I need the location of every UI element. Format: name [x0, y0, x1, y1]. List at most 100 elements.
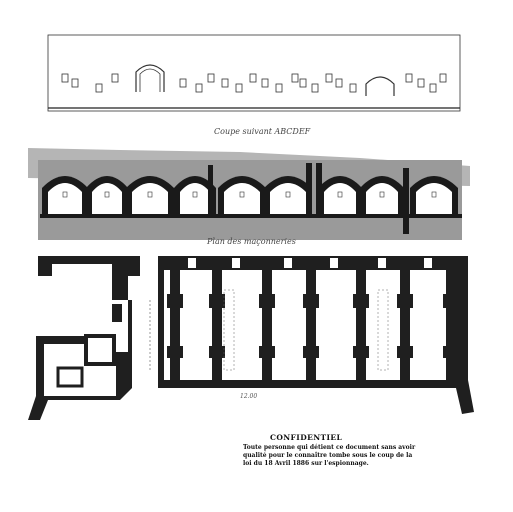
- plan-wall-pilaster: [259, 346, 275, 358]
- plan-front-opening: [378, 258, 386, 268]
- plan-wall-pilaster: [353, 294, 369, 308]
- vault-chamber: [416, 183, 452, 216]
- plan-cross-wall: [400, 268, 410, 384]
- plan-cross-wall: [446, 268, 456, 384]
- plan-wall-pilaster: [353, 346, 369, 358]
- plan-front-opening: [330, 258, 338, 268]
- section-caption: Plan des maçonneries: [207, 237, 296, 246]
- plan-wall-pilaster: [303, 294, 319, 308]
- notice-line: qualité pour le connaître tombe sous le …: [243, 452, 413, 459]
- elevation-window: [95, 83, 103, 93]
- plan-wall-pilaster: [397, 346, 413, 358]
- plan-left-lower-wall: [36, 336, 84, 396]
- vault-section: [28, 148, 470, 240]
- elevation-window: [335, 78, 343, 88]
- elevation-window: [405, 73, 413, 83]
- plan-cross-wall: [306, 268, 316, 384]
- vault-chamber: [180, 183, 210, 216]
- plan-left-pier-2: [112, 304, 122, 322]
- plan-wall-pilaster: [259, 294, 275, 308]
- plan-left-pier-1: [112, 278, 122, 296]
- plan-cross-wall: [170, 268, 180, 384]
- notice-line: Toute personne qui détient ce document s…: [243, 444, 416, 451]
- plan-wall-pilaster: [209, 346, 225, 358]
- elevation-window: [439, 73, 447, 83]
- confidential-title: CONFIDENTIEL: [270, 433, 343, 442]
- plan-left-stair-room: [84, 334, 116, 366]
- plan-front-opening: [424, 258, 432, 268]
- notice-line: loi du 18 Avril 1886 sur l'espionnage.: [243, 460, 369, 467]
- elevation-frame: [47, 34, 461, 112]
- elevation-window: [417, 78, 425, 88]
- elevation-window: [299, 78, 307, 88]
- elevation-window: [311, 83, 319, 93]
- elevation-window: [207, 73, 215, 83]
- vault-window: [285, 191, 291, 198]
- vault-chambers: [40, 176, 462, 218]
- elevation-arch-left: [135, 64, 165, 92]
- plan-front-opening: [188, 258, 196, 268]
- plan-wall-pilaster: [397, 294, 413, 308]
- plan-front-opening: [284, 258, 292, 268]
- vault-chamber: [366, 183, 398, 216]
- elevation-window: [71, 78, 79, 88]
- elevation-window: [325, 73, 333, 83]
- elevation-window: [249, 73, 257, 83]
- longitudinal-elevation: [47, 34, 461, 112]
- plan-wall-pilaster: [167, 294, 183, 308]
- plan-front-opening: [232, 258, 240, 268]
- plan-left-inner-room: [52, 276, 108, 332]
- plan-interior-note: [223, 289, 235, 371]
- plan-cross-wall: [356, 268, 366, 384]
- plan-left-wing-outer: [28, 256, 140, 420]
- vault-window: [379, 191, 385, 198]
- vault-window: [104, 191, 110, 198]
- plan-piers: [167, 258, 459, 384]
- elevation-window: [261, 78, 269, 88]
- section-floor-line: [40, 214, 462, 218]
- vault-chamber: [224, 183, 260, 216]
- section-shaft-1: [306, 163, 312, 217]
- vault-window: [62, 191, 68, 198]
- elevation-window: [195, 83, 203, 93]
- section-shaft-4: [208, 165, 213, 217]
- vault-chamber: [132, 183, 168, 216]
- vault-window: [431, 191, 437, 198]
- plan-wall-pilaster: [209, 294, 225, 308]
- vault-window: [147, 191, 153, 198]
- plan-left-small-room: [56, 366, 84, 388]
- elevation-window: [179, 78, 187, 88]
- elevation-openings: [61, 73, 447, 93]
- plan-cross-wall: [212, 268, 222, 384]
- masonry-plan: [28, 256, 474, 420]
- plan-interior-note: [377, 289, 389, 371]
- plan-wall-pilaster: [443, 346, 459, 358]
- section-shaft-2: [316, 163, 322, 217]
- elevation-window: [111, 73, 119, 83]
- vault-chamber: [270, 183, 306, 216]
- plan-left-end-wall: [158, 256, 164, 388]
- plan-wall-pilaster: [303, 346, 319, 358]
- elevation-window: [275, 83, 283, 93]
- plan-cross-wall: [262, 268, 272, 384]
- elevation-window: [235, 83, 243, 93]
- dimension-label: 12.00: [240, 393, 258, 400]
- plan-front-wall: [158, 256, 468, 270]
- plan-wall-pilaster: [167, 346, 183, 358]
- elevation-window: [349, 83, 357, 93]
- vault-window: [239, 191, 245, 198]
- plan-wall-pilaster: [443, 294, 459, 308]
- section-shaft-3: [403, 168, 409, 234]
- vault-chamber: [324, 183, 356, 216]
- elevation-arch-right: [365, 76, 395, 96]
- elevation-window: [221, 78, 229, 88]
- elevation-arch-left-inner: [139, 68, 161, 92]
- vault-window: [337, 191, 343, 198]
- elevation-window: [291, 73, 299, 83]
- vault-chamber: [48, 183, 82, 216]
- elevation-caption: Coupe suivant ABCDEF: [214, 127, 311, 136]
- confidential-notice: Toute personne qui détient ce document s…: [243, 444, 416, 468]
- elevation-window: [61, 73, 69, 83]
- vault-chamber: [92, 183, 122, 216]
